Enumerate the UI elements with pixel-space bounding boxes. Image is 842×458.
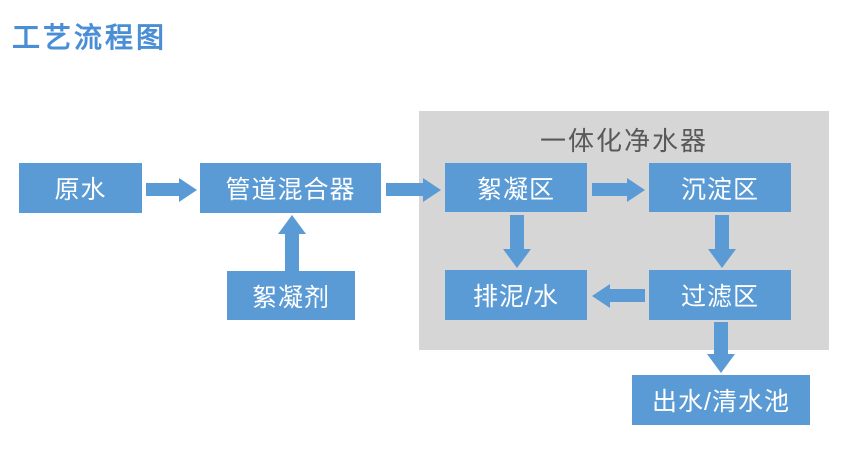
arrow-shaft	[592, 183, 627, 196]
integrated-purifier-label: 一体化净水器	[539, 126, 708, 156]
node-sedimentation-zone: 沉淀区	[649, 163, 791, 212]
node-filtration-zone: 过滤区	[649, 270, 791, 320]
arrow-shaft	[714, 215, 729, 249]
arrow-shaft	[284, 234, 299, 271]
arrow-raw-water-to-pipe-mixer-icon	[146, 177, 197, 202]
arrow-head	[423, 177, 441, 202]
node-outlet-clear-pool: 出水/清水池	[632, 375, 810, 425]
arrow-flocculation-to-sludge-water-icon	[502, 215, 531, 268]
arrow-shaft	[713, 322, 728, 354]
arrow-shaft	[146, 183, 179, 196]
arrow-head	[277, 215, 306, 234]
arrow-head	[179, 177, 197, 202]
node-sludge-water: 排泥/水	[445, 270, 587, 320]
node-flocculation-zone: 絮凝区	[445, 163, 587, 212]
arrow-shaft	[509, 215, 524, 249]
arrow-sedimentation-to-filtration-icon	[707, 215, 736, 268]
arrow-flocculant-to-pipe-mixer-icon	[277, 215, 306, 271]
arrow-filtration-to-outlet-icon	[706, 322, 735, 373]
arrow-head	[592, 283, 610, 308]
arrow-filtration-to-sludge-water-icon	[592, 283, 645, 308]
page-title: 工艺流程图	[12, 22, 168, 53]
arrow-shaft	[610, 289, 645, 302]
node-raw-water: 原水	[19, 163, 142, 213]
arrow-pipe-mixer-to-flocculation-icon	[386, 177, 441, 202]
arrow-head	[707, 249, 736, 268]
arrow-head	[502, 249, 531, 268]
node-pipe-mixer: 管道混合器	[200, 163, 381, 213]
node-flocculant: 絮凝剂	[227, 271, 355, 320]
arrow-head	[706, 354, 735, 373]
arrow-shaft	[386, 183, 423, 196]
arrow-flocculation-to-sedimentation-icon	[592, 177, 645, 202]
arrow-head	[627, 177, 645, 202]
